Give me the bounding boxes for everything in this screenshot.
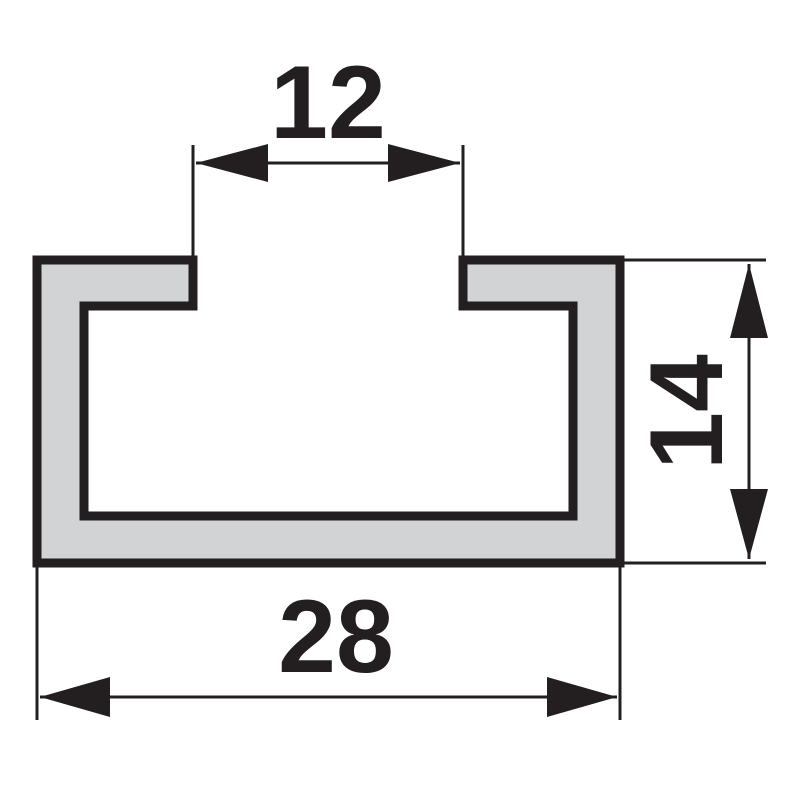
arrow-right-icon	[388, 144, 460, 182]
arrow-up-icon	[730, 264, 768, 338]
dimension-label-14: 14	[629, 354, 745, 470]
dimension-total-width: 28	[35, 563, 622, 720]
arrow-left-icon	[196, 144, 268, 182]
arrow-right-icon	[547, 677, 617, 717]
dimension-label-12: 12	[270, 45, 386, 161]
c-channel-profile	[32, 255, 625, 568]
arrow-left-icon	[40, 677, 110, 717]
dimension-label-28: 28	[278, 579, 394, 695]
dimension-opening-width: 12	[191, 45, 465, 260]
arrow-down-icon	[730, 489, 768, 559]
dimension-height: 14	[620, 258, 768, 565]
